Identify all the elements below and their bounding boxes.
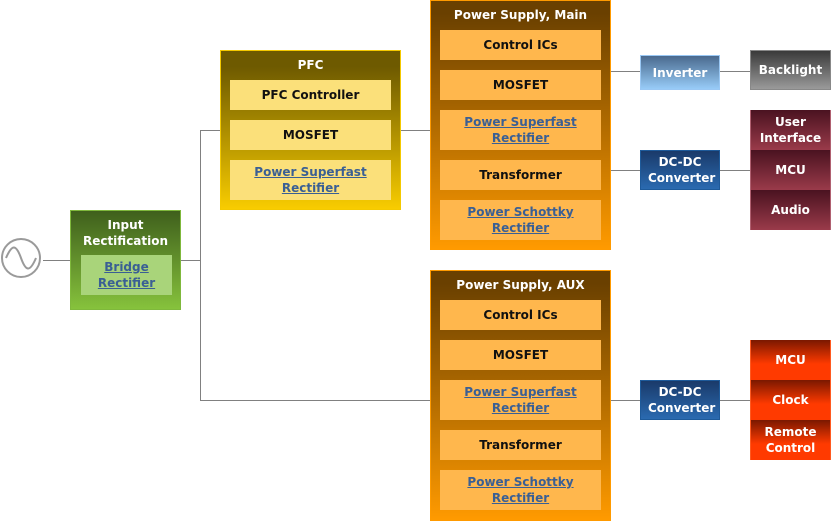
power-supply-aux-block: Power Supply, AUX Control ICs MOSFET Pow…: [430, 270, 611, 521]
connector-pfc-main: [401, 130, 430, 131]
main-control-ics-item: Control ICs: [440, 30, 601, 60]
connector-inverter-backlight: [720, 71, 750, 72]
input-rectification-title: Input Rectification: [82, 218, 169, 248]
main-superfast-rectifier-link[interactable]: Power Superfast Rectifier: [464, 115, 577, 145]
aux-loads-stack: MCU Clock Remote Control: [750, 340, 831, 460]
ac-source-icon: [1, 238, 41, 278]
aux-superfast-rectifier-link[interactable]: Power Superfast Rectifier: [464, 385, 577, 415]
pfc-superfast-rectifier-link[interactable]: Power Superfast Rectifier: [254, 165, 367, 195]
audio-block: Audio: [750, 190, 831, 230]
aux-control-ics-item: Control ICs: [440, 300, 601, 330]
main-superfast-rectifier-item[interactable]: Power Superfast Rectifier: [440, 110, 601, 150]
power-supply-main-block: Power Supply, Main Control ICs MOSFET Po…: [430, 0, 611, 250]
dcdc-converter-main-label: DC-DC Converter: [648, 155, 716, 185]
connector-main-inverter: [611, 71, 640, 72]
connector-aux-dcdc: [611, 400, 640, 401]
connector-trunk-pfc: [200, 130, 220, 131]
input-rectification-block: Input Rectification Bridge Rectifier: [70, 210, 181, 310]
aux-transformer-item: Transformer: [440, 430, 601, 460]
main-mcu-block: MCU: [750, 150, 831, 190]
aux-schottky-rectifier-link[interactable]: Power Schottky Rectifier: [467, 475, 574, 505]
connector-input-out: [181, 260, 201, 261]
dcdc-converter-aux-label: DC-DC Converter: [648, 385, 716, 415]
main-mosfet-item: MOSFET: [440, 70, 601, 100]
power-supply-aux-title: Power Supply, AUX: [456, 278, 585, 292]
connector-dcdc-aux-loads: [720, 400, 750, 401]
pfc-title: PFC: [297, 58, 324, 72]
main-loads-stack: User Interface MCU Audio: [750, 110, 831, 230]
aux-mcu-block: MCU: [750, 340, 831, 380]
remote-control-label: Remote Control: [764, 425, 817, 455]
backlight-block: Backlight: [750, 50, 831, 90]
aux-mosfet-item: MOSFET: [440, 340, 601, 370]
clock-block: Clock: [750, 380, 831, 420]
aux-schottky-rectifier-item[interactable]: Power Schottky Rectifier: [440, 470, 601, 510]
pfc-mosfet-item: MOSFET: [230, 120, 391, 150]
pfc-superfast-rectifier-item[interactable]: Power Superfast Rectifier: [230, 160, 391, 200]
connector-ac-input: [43, 260, 70, 261]
connector-dcdc-loads: [720, 170, 750, 171]
connector-trunk: [200, 130, 201, 401]
dcdc-converter-main-block: DC-DC Converter: [640, 150, 720, 190]
power-supply-main-title: Power Supply, Main: [453, 8, 588, 22]
main-schottky-rectifier-item[interactable]: Power Schottky Rectifier: [440, 200, 601, 240]
remote-control-block: Remote Control: [750, 420, 831, 460]
inverter-block: Inverter: [640, 55, 720, 90]
user-interface-block: User Interface: [750, 110, 831, 150]
main-transformer-item: Transformer: [440, 160, 601, 190]
bridge-rectifier-item[interactable]: Bridge Rectifier: [81, 255, 172, 295]
bridge-rectifier-link[interactable]: Bridge Rectifier: [97, 260, 156, 290]
connector-main-dcdc: [611, 170, 640, 171]
pfc-block: PFC PFC Controller MOSFET Power Superfas…: [220, 50, 401, 210]
connector-trunk-aux: [200, 400, 430, 401]
pfc-controller-item: PFC Controller: [230, 80, 391, 110]
aux-superfast-rectifier-item[interactable]: Power Superfast Rectifier: [440, 380, 601, 420]
main-schottky-rectifier-link[interactable]: Power Schottky Rectifier: [467, 205, 574, 235]
dcdc-converter-aux-block: DC-DC Converter: [640, 380, 720, 420]
